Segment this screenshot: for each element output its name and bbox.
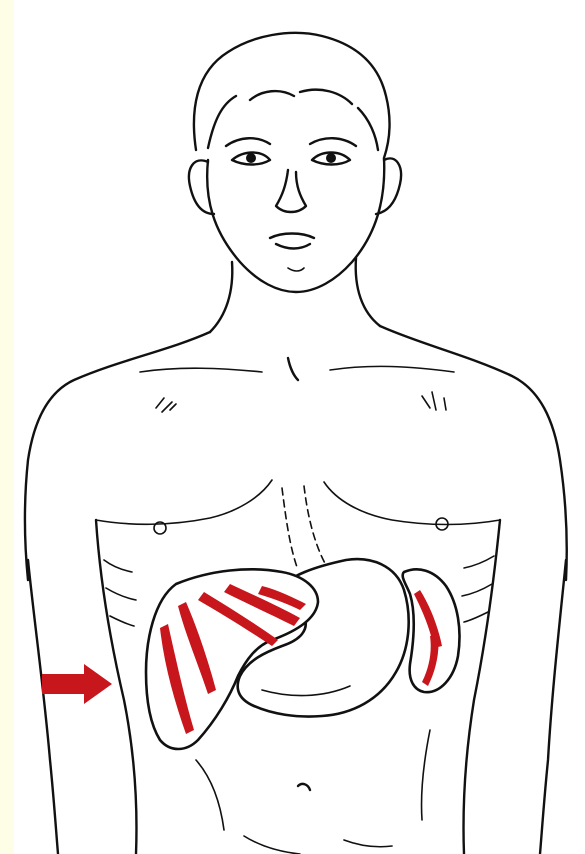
left-arm	[28, 560, 58, 854]
abdomen-line-left	[196, 760, 224, 830]
left-brow	[226, 138, 270, 146]
abdominal-organs	[146, 559, 460, 749]
right-pupil	[326, 153, 336, 163]
right-chest-shading	[422, 392, 446, 410]
jugular-notch	[288, 358, 298, 380]
arrow-right-icon	[42, 664, 112, 704]
head	[189, 33, 401, 292]
chin-mark	[288, 268, 304, 271]
left-pupil	[246, 153, 256, 163]
neck-right	[356, 258, 380, 326]
neck-left	[210, 262, 232, 332]
left-ribs	[104, 560, 136, 626]
lower-abdomen	[244, 836, 392, 854]
left-chest-shading	[156, 398, 176, 412]
right-arm	[540, 560, 566, 854]
right-shoulder	[380, 326, 567, 580]
anatomy-figure	[14, 0, 585, 854]
right-flank	[463, 520, 500, 854]
navel	[298, 784, 310, 790]
pectoral-right	[324, 482, 500, 525]
pectoral-left	[96, 480, 272, 524]
sternum-dashed-left	[282, 488, 298, 570]
left-clavicle	[140, 368, 262, 372]
right-clavicle	[330, 366, 454, 372]
nose	[276, 170, 306, 212]
torso-anatomy-illustration	[14, 0, 585, 854]
sternum-dashed-right	[304, 486, 330, 572]
mouth	[270, 234, 314, 249]
abdomen-line-right	[421, 730, 430, 820]
hair	[194, 33, 390, 158]
neck-and-shoulders	[25, 258, 567, 580]
right-brow	[310, 138, 356, 146]
